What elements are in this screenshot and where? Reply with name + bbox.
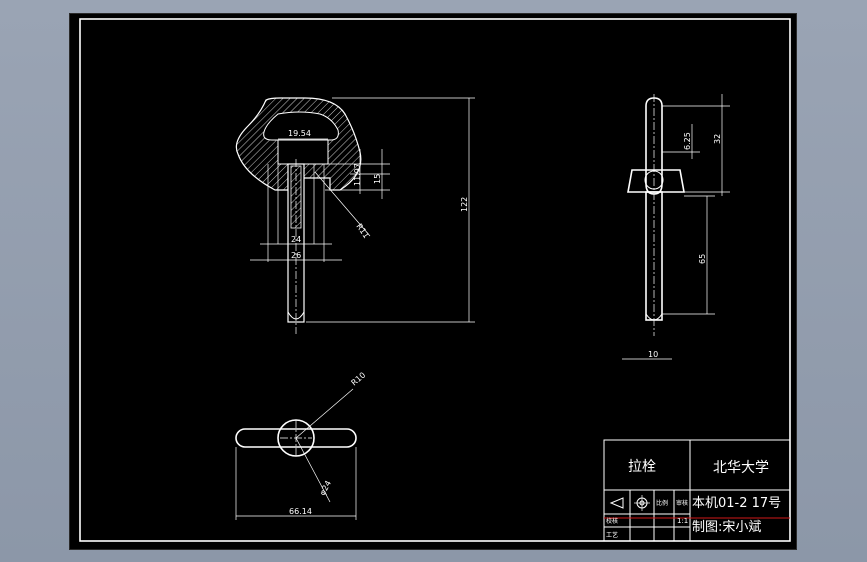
dim-11-97: 11.97: [353, 163, 362, 186]
front-view: 19.54 24 26 11.97 15 R11 122: [235, 97, 475, 334]
dim-32: 32: [713, 134, 722, 144]
dim-65: 65: [698, 254, 707, 264]
small-c: 工艺: [606, 531, 618, 539]
drafter: 制图:宋小斌: [692, 520, 761, 535]
scale-label: 比例: [656, 499, 668, 507]
dim-122: 122: [460, 197, 469, 212]
small-b: 审核: [676, 499, 688, 507]
dim-r10: R10: [350, 371, 368, 388]
part-name: 拉栓: [628, 459, 656, 475]
school-name: 北华大学: [713, 460, 769, 476]
neck-section: [277, 139, 329, 165]
projection-symbol-icon: [609, 495, 650, 511]
dim-15: 15: [373, 174, 382, 184]
dim-10: 10: [648, 350, 658, 359]
title-block: 拉栓 北华大学 比例 1:1 校核 审核 工艺 本机01-2 17号 制图:宋小…: [603, 439, 791, 542]
scale-value: 1:1: [677, 517, 688, 525]
dim-24: 24: [291, 235, 301, 244]
side-view: 6.25 32 65 10: [622, 94, 730, 360]
dim-6-25: 6.25: [683, 132, 692, 150]
drawing-border: [79, 18, 791, 542]
cad-viewport[interactable]: 19.54 24 26 11.97 15 R11 122: [69, 13, 797, 550]
dim-phi24: φ24: [318, 479, 333, 497]
drawing-number: 本机01-2 17号: [692, 496, 781, 511]
top-view: R10 φ24 66.14: [235, 371, 368, 520]
dim-26: 26: [291, 251, 301, 260]
small-a: 校核: [606, 517, 618, 525]
dim-r11: R11: [354, 222, 370, 240]
engineering-drawing: 19.54 24 26 11.97 15 R11 122: [79, 18, 791, 542]
dim-66-14: 66.14: [289, 507, 312, 516]
top-bar: [235, 428, 357, 448]
dim-19-54: 19.54: [288, 129, 311, 138]
handle-hole: [263, 111, 339, 141]
